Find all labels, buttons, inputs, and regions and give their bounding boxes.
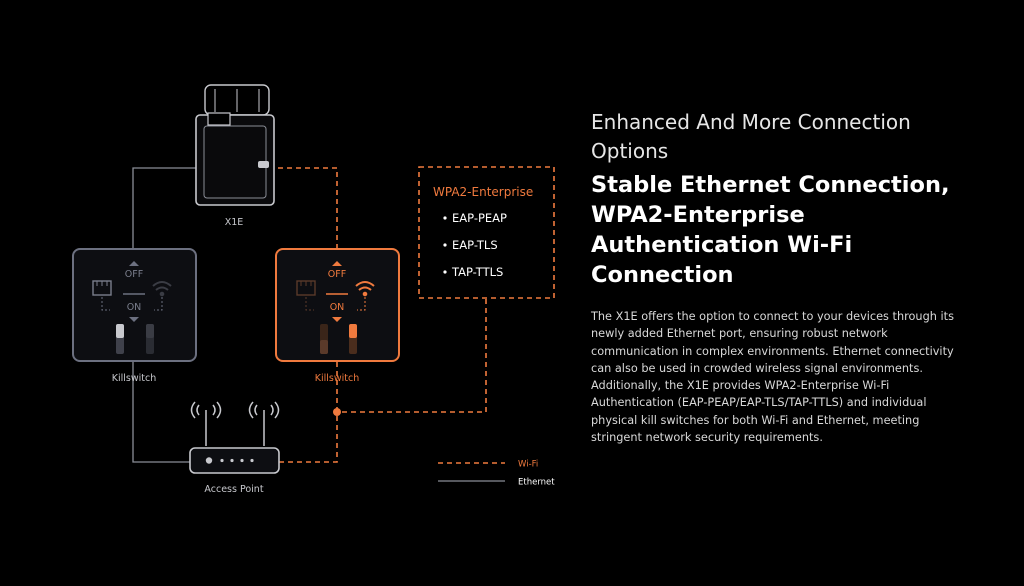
arrow-up-icon [332, 261, 342, 266]
security-box: WPA2-Enterprise EAP-PEAP EAP-TLS TAP-TTL… [418, 166, 555, 299]
arrow-up-icon [129, 261, 139, 266]
security-box-title: WPA2-Enterprise [433, 185, 533, 199]
killswitch-right-panel: OFF ON [275, 248, 400, 362]
switch-off-label-left: OFF [125, 269, 143, 280]
access-point-label: Access Point [204, 484, 263, 495]
security-item-3: TAP-TTLS [451, 265, 503, 279]
section-headline: Stable Ethernet Connection, WPA2-Enterpr… [591, 172, 950, 288]
switch-on-label-right: ON [330, 302, 345, 313]
killswitch-left-panel: OFF ON [72, 248, 197, 362]
wifi-icon [355, 281, 375, 297]
wifi-junction-dot [333, 408, 341, 416]
x1e-device [195, 84, 275, 206]
device-label: X1E [225, 217, 244, 228]
killswitch-left-label: Killswitch [112, 373, 156, 384]
killswitch-right-label: Killswitch [315, 373, 359, 384]
text-panel: Enhanced And More Connection Options Sta… [591, 108, 991, 446]
section-eyebrow: Enhanced And More Connection Options [591, 110, 911, 163]
device-body [195, 114, 275, 206]
device-tab [207, 112, 231, 126]
ethernet-line-device-to-left-killswitch [132, 167, 196, 249]
wifi-line-device-to-right-killswitch [269, 167, 338, 249]
ethernet-connections [132, 167, 196, 463]
device-port [258, 161, 269, 168]
antenna-left-icon [190, 401, 222, 446]
wifi-icon [152, 281, 172, 297]
switch-off-label-right: OFF [328, 269, 346, 280]
switch-on-label-left: ON [127, 302, 142, 313]
antenna-right-icon [248, 401, 280, 446]
ethernet-line-left-killswitch-to-ap [132, 362, 190, 463]
legend: Wi-Fi Ethernet [438, 460, 555, 488]
arrow-down-icon [332, 317, 342, 322]
network-diagram: OFF ON OFF ON WPA2-Enterprise EAP-PEAP E [72, 84, 555, 495]
wifi-line-right-killswitch-to-ap [279, 362, 338, 463]
access-point [189, 401, 280, 474]
security-item-2: EAP-TLS [452, 238, 498, 252]
legend-wifi-label: Wi-Fi [518, 460, 538, 470]
arrow-down-icon [129, 317, 139, 322]
security-item-1: EAP-PEAP [452, 211, 507, 225]
legend-ethernet-label: Ethernet [518, 478, 555, 488]
router-body [189, 447, 280, 474]
wifi-line-security-to-ap [337, 299, 487, 413]
wifi-connections [269, 167, 487, 463]
section-description: The X1E offers the option to connect to … [591, 310, 954, 445]
